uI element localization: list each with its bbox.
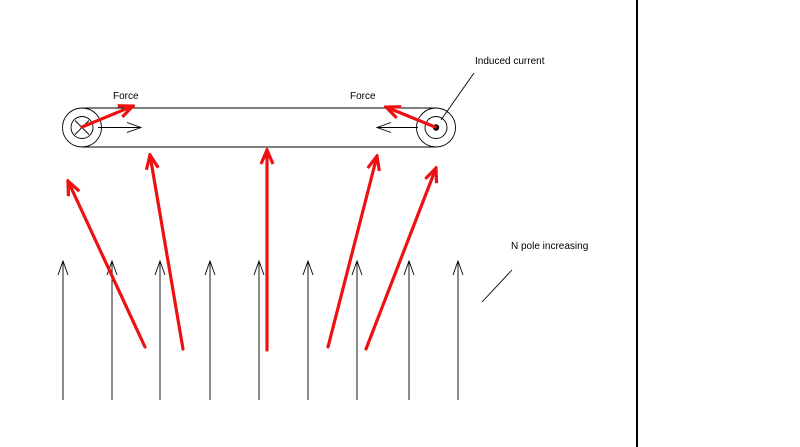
right-blank-panel xyxy=(638,0,800,447)
red-arrow xyxy=(150,155,185,351)
induced-current-label: Induced current xyxy=(475,56,545,67)
right-end-inner-circle xyxy=(424,116,448,139)
force-label-left: Force xyxy=(113,91,139,102)
red-arrow xyxy=(364,168,436,351)
n-pole-increasing-label: N pole increasing xyxy=(511,241,589,252)
force-label-right: Force xyxy=(350,91,376,102)
red-field-arrows xyxy=(68,150,436,352)
magnetic-field-lines xyxy=(63,261,458,400)
left-end-inner-circle xyxy=(70,116,94,139)
red-arrow xyxy=(68,181,147,349)
induced-current-pointer xyxy=(440,72,475,121)
page-right-edge-divider xyxy=(636,0,638,447)
force-arrow-right xyxy=(386,107,437,129)
n-pole-pointer xyxy=(481,269,513,303)
red-arrow xyxy=(326,156,377,349)
force-arrow-left xyxy=(80,106,133,129)
